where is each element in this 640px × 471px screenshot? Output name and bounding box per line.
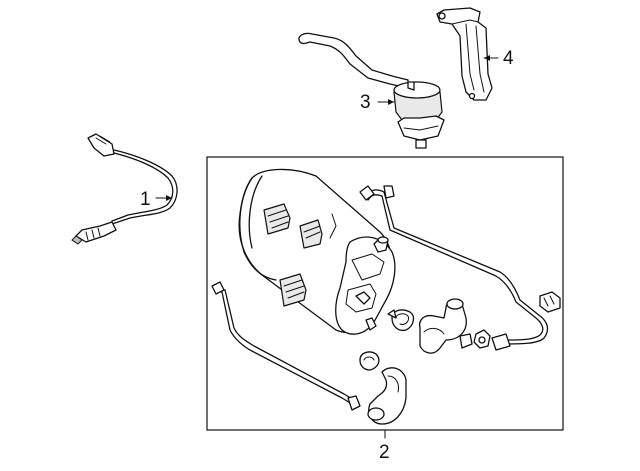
callout-4: 4 (503, 48, 514, 69)
oxygen-sensor-icon (71, 133, 178, 245)
mounting-bracket-icon (436, 7, 493, 101)
callout-2: 2 (379, 442, 390, 463)
callout-3: 3 (360, 92, 371, 113)
callout-1: 1 (140, 189, 151, 210)
vapor-canister-assembly-icon (211, 168, 561, 425)
purge-valve-icon (298, 32, 445, 149)
